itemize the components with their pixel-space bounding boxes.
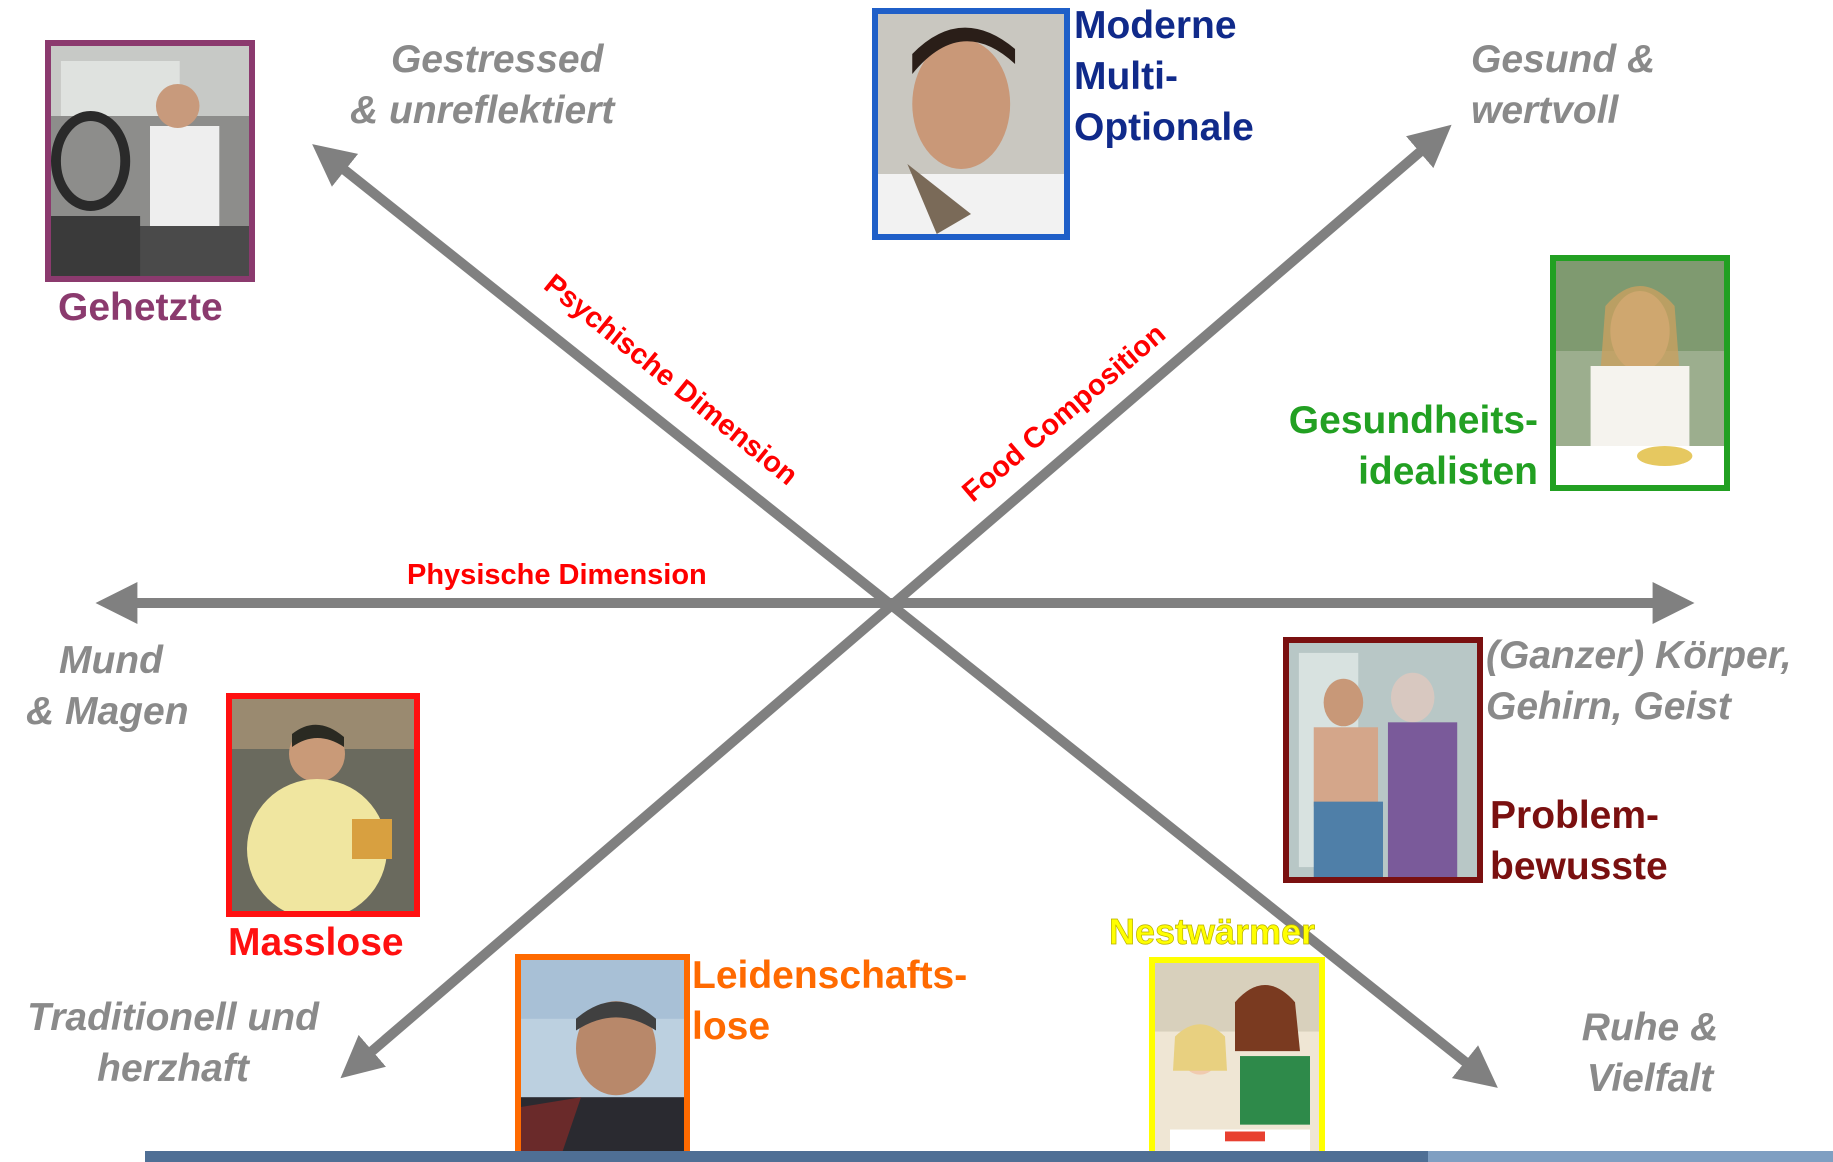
footer-bar-accent — [1428, 1151, 1833, 1162]
psychic-dimension-label: Psychische Dimension — [538, 268, 804, 492]
segment-label-gesundheitsidealisten: Gesundheits- idealisten — [1289, 395, 1538, 497]
photo-masslose — [226, 693, 420, 917]
segment-label-problembewusste: Problem- bewusste — [1490, 790, 1668, 892]
endpoint-bottom-right: Ruhe & Vielfalt — [1570, 1002, 1730, 1104]
segment-label-line: idealisten — [1358, 450, 1538, 493]
endpoint-line: wertvoll — [1471, 89, 1619, 132]
endpoint-line: Gesund & — [1471, 38, 1656, 81]
endpoint-line: Vielfalt — [1586, 1057, 1714, 1100]
endpoint-line: Gehirn, Geist — [1486, 685, 1731, 728]
physical-dimension-label: Physische Dimension — [407, 559, 707, 591]
endpoint-line: & Magen — [26, 690, 189, 733]
endpoint-bottom-left: Traditionell und herzhaft — [8, 992, 338, 1094]
endpoint-left: Mund & Magen — [26, 635, 189, 737]
segment-label-line: Multi- — [1074, 55, 1178, 98]
photo-moderne — [872, 8, 1070, 240]
segment-label-line: Problem- — [1490, 794, 1660, 837]
footer-bar — [145, 1151, 1833, 1162]
endpoint-line: & unreflektiert — [350, 89, 615, 132]
endpoint-line: herzhaft — [97, 1047, 249, 1090]
photo-leidenschaftslose — [515, 954, 690, 1162]
segment-label-moderne: Moderne Multi- Optionale — [1074, 0, 1254, 153]
segment-label-line: Leidenschafts- — [692, 954, 968, 997]
food-composition-arrow — [340, 124, 1452, 1079]
endpoint-line: Gestressed — [390, 38, 604, 81]
segment-label-line: Optionale — [1074, 106, 1254, 149]
photo-gesundheitsidealisten — [1550, 255, 1730, 491]
segment-label-line: Gesundheits- — [1288, 399, 1538, 442]
endpoint-right: (Ganzer) Körper, Gehirn, Geist — [1486, 630, 1792, 732]
endpoint-top-right: Gesund & wertvoll — [1471, 34, 1655, 136]
segment-label-line: Moderne — [1074, 4, 1237, 47]
endpoint-line: (Ganzer) Körper, — [1486, 634, 1792, 677]
photo-problembewusste — [1283, 637, 1483, 883]
endpoint-top-left: Gestressed & unreflektiert — [350, 34, 614, 136]
food-composition-label: Food Composition — [956, 318, 1172, 509]
segment-label-line: lose — [692, 1005, 771, 1048]
segment-label-leidenschaftslose: Leidenschafts- lose — [692, 950, 967, 1052]
endpoint-line: Traditionell und — [27, 996, 319, 1039]
segment-label-nestwaermer: Nestwärmer — [1109, 911, 1316, 953]
segment-label-line: bewusste — [1490, 845, 1668, 888]
photo-gehetzte — [45, 40, 255, 282]
segment-label-masslose: Masslose — [228, 921, 404, 964]
segment-label-gehetzte: Gehetzte — [58, 286, 223, 329]
endpoint-line: Ruhe & — [1581, 1006, 1719, 1049]
endpoint-line: Mund — [59, 639, 163, 682]
photo-nestwaermer — [1149, 957, 1325, 1162]
